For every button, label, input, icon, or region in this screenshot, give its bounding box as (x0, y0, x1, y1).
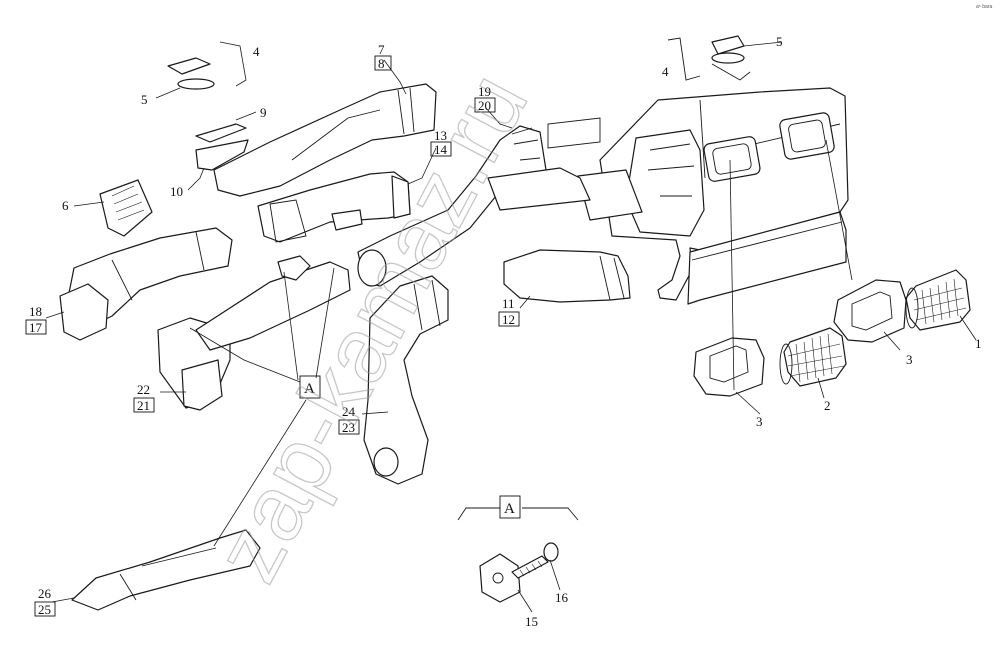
duct-23-24 (363, 275, 449, 485)
cap-5-right (711, 35, 745, 64)
center-duct-19-20 (357, 125, 591, 287)
duct-lower-clamp (195, 255, 351, 351)
label-25: 25 (38, 602, 51, 617)
label-12: 12 (502, 312, 515, 327)
duct-7-8 (213, 83, 437, 197)
label-18: 18 (29, 304, 42, 319)
box-23 (338, 419, 360, 435)
section-a-box-main (299, 375, 321, 399)
box-8 (374, 55, 392, 71)
label-23: 23 (342, 420, 355, 435)
label-4-right: 4 (662, 64, 669, 79)
duct-13-14 (257, 171, 411, 243)
cap-9 (195, 123, 249, 171)
duct-17-18 (59, 227, 233, 341)
callout-labels: 1 2 3 3 4 4 5 5 6 7 8 9 10 11 12 13 14 1… (25, 34, 982, 629)
label-6: 6 (62, 198, 69, 213)
label-13: 13 (434, 128, 447, 143)
label-8: 8 (378, 56, 385, 71)
box-17 (25, 319, 47, 335)
label-22: 22 (137, 382, 150, 397)
label-1: 1 (975, 336, 982, 351)
label-19: 19 (478, 84, 491, 99)
label-26: 26 (38, 586, 52, 601)
vent-grille-6 (99, 179, 153, 237)
vent-grille-2 (779, 327, 847, 387)
label-16: 16 (555, 590, 569, 605)
dashboard-panel (547, 87, 849, 305)
label-10: 10 (170, 184, 183, 199)
box-12 (498, 311, 520, 327)
duct-11-12 (503, 249, 631, 303)
section-a-box-detail (499, 495, 521, 519)
label-20: 20 (478, 98, 491, 113)
label-5-right: 5 (776, 34, 783, 49)
section-a-detail (457, 507, 579, 603)
vent-grille-1 (905, 269, 971, 331)
leader-lines (45, 41, 977, 613)
corner-mark: a⁶ bara (976, 4, 992, 10)
section-a-label-main: A (304, 381, 315, 397)
section-a-label-detail: A (504, 501, 515, 517)
label-15: 15 (525, 614, 538, 629)
label-24: 24 (342, 404, 356, 419)
box-25 (34, 601, 56, 617)
label-7: 7 (378, 42, 385, 57)
vent-frame-3-right (833, 279, 907, 343)
box-14 (430, 141, 452, 157)
label-4-left: 4 (253, 44, 260, 59)
label-9: 9 (260, 105, 267, 120)
label-3-left: 3 (756, 414, 763, 429)
label-11: 11 (502, 296, 515, 311)
box-20 (474, 97, 496, 113)
label-5-left: 5 (141, 92, 148, 107)
label-14: 14 (434, 142, 448, 157)
vent-frame-3-left (693, 337, 765, 397)
label-2: 2 (824, 398, 831, 413)
label-21: 21 (137, 398, 150, 413)
label-3-right: 3 (906, 352, 913, 367)
label-17: 17 (29, 320, 43, 335)
cap-5-left (167, 57, 215, 90)
box-21 (133, 397, 155, 413)
duct-25-26 (71, 529, 261, 611)
